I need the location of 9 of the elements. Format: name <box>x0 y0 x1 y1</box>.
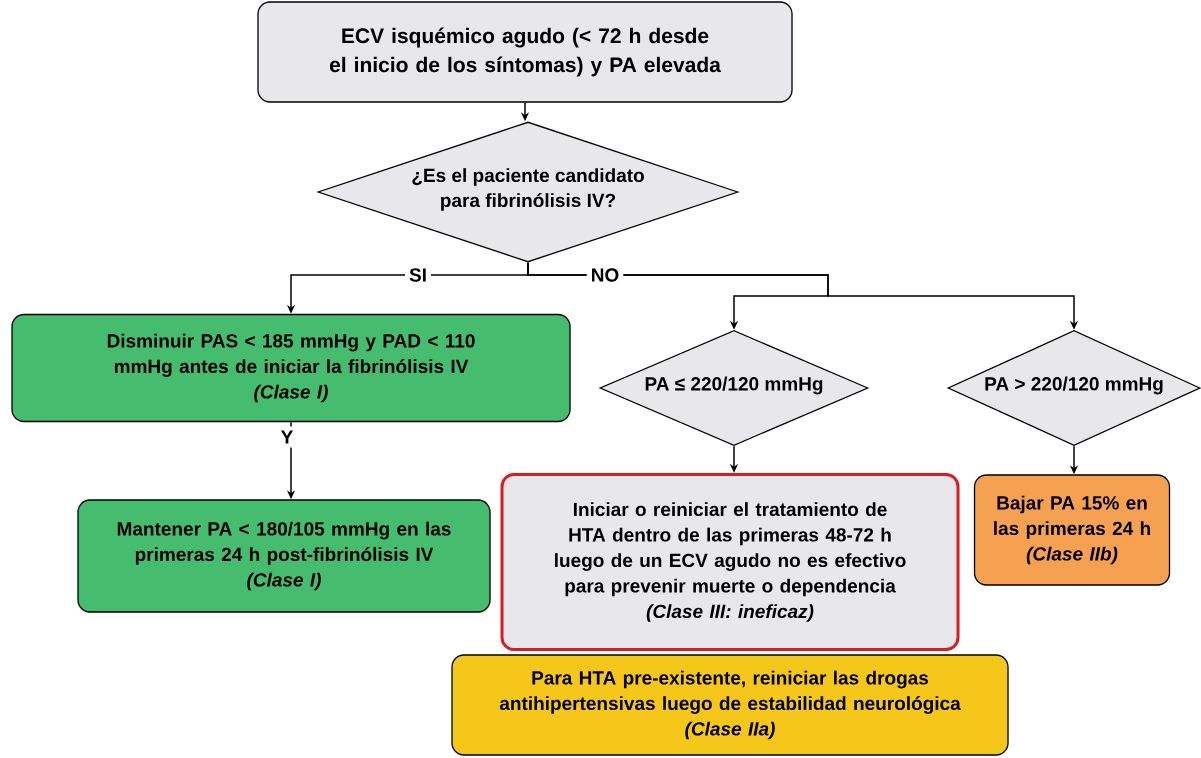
process-box: Mantener PA < 180/105 mmHg en las primeras 24 h post-fibrinólisis IV (Clase I) <box>77 499 491 613</box>
process-box: Iniciar o reiniciar el tratamiento de HTA dentro de las primeras 48-72 h luego de un ECV agudo no es efectivo para prevenir muerte o dependencia (Clase III: ineficaz) <box>500 473 960 651</box>
edge-label: SI <box>405 264 431 286</box>
process-box: Para HTA pre-existente, reiniciar las drogas antihipertensivas luego de estabilidad neurológica (Clase IIa) <box>451 654 1009 756</box>
process-box: Disminuir PAS < 185 mmHg y PAD < 110 mmHg antes de iniciar la fibrinólisis IV (Clase I) <box>11 313 571 423</box>
process-box: ECV isquémico agudo (< 72 h desde el inicio de los síntomas) y PA elevada <box>257 1 793 103</box>
process-box: Bajar PA 15% en las primeras 24 h (Clase IIb) <box>973 474 1171 586</box>
edge-label: Y <box>276 426 298 448</box>
edge-label: NO <box>586 264 624 286</box>
